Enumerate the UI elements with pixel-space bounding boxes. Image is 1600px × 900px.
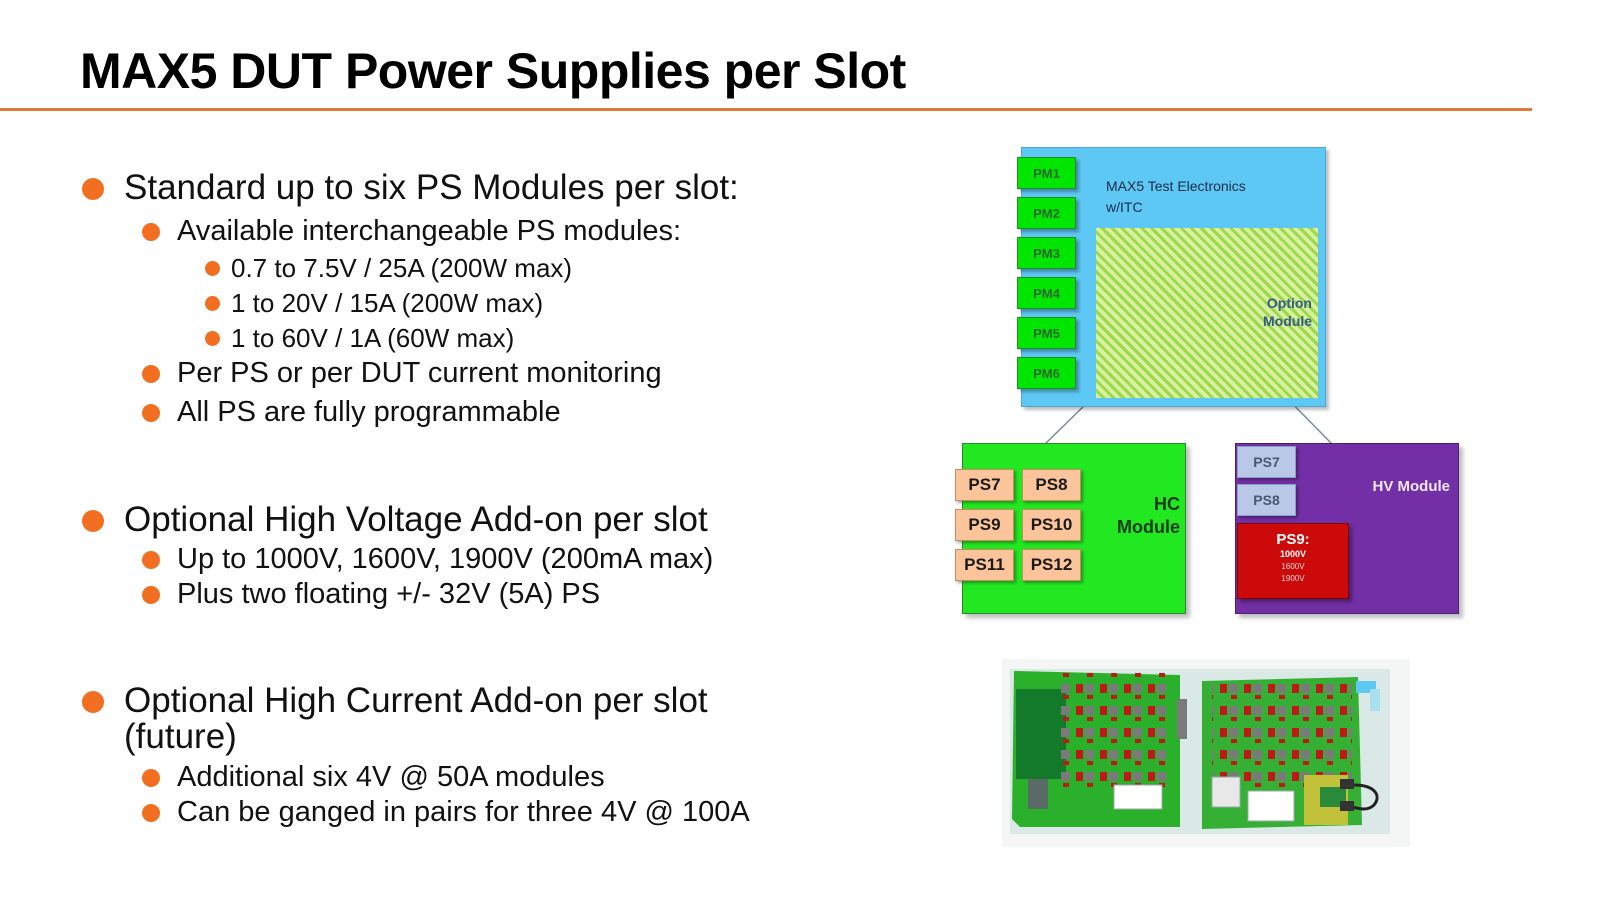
hv-ps9-voltage: 1000V <box>1279 549 1307 559</box>
bullet-section-3-heading-continued: (future) <box>124 717 237 756</box>
hc-ps-box: PS7 <box>955 469 1014 501</box>
hv-module-label: HV Module <box>1372 478 1451 495</box>
pm-module: PM6 <box>1017 357 1076 389</box>
hv-ps9-box: PS9: 1000V 1600V 1900V <box>1237 523 1349 599</box>
bullet-section-1-subitem-1: 0.7 to 7.5V / 25A (200W max) <box>204 253 573 283</box>
bullet-section-2-heading: Optional High Voltage Add-on per slot <box>82 500 708 539</box>
bullet-section-1-item-1: Available interchangeable PS modules: <box>141 215 682 247</box>
bullet-section-1-subitem-2: 1 to 20V / 15A (200W max) <box>204 288 544 318</box>
bullet-section-3-heading: Optional High Current Add-on per slot <box>82 681 708 720</box>
hc-ps-box: PS12 <box>1022 549 1081 581</box>
hc-ps-box: PS10 <box>1022 509 1081 541</box>
hc-module-label: HC Module <box>1117 494 1180 537</box>
bullet-list: Standard up to six PS Modules per slot: … <box>82 168 750 828</box>
bullet-section-1-subitem-3: 1 to 60V / 1A (60W max) <box>204 323 515 353</box>
pm-module: PM3 <box>1017 237 1076 269</box>
hc-ps-box: PS8 <box>1022 469 1081 501</box>
page-title: MAX5 DUT Power Supplies per Slot <box>80 43 906 99</box>
hv-ps-box: PS7 <box>1237 446 1296 478</box>
hc-ps-box: PS11 <box>955 549 1014 581</box>
bullet-section-2-item-1: Up to 1000V, 1600V, 1900V (200mA max) <box>141 543 714 575</box>
bullet-section-3-item-2: Can be ganged in pairs for three 4V @ 10… <box>142 796 750 828</box>
hv-ps-box: PS8 <box>1237 484 1296 516</box>
option-module-box <box>1096 228 1318 398</box>
hc-ps-box: PS9 <box>955 509 1014 541</box>
option-module-label: Option Module <box>1263 295 1312 329</box>
circuit-board-image <box>1002 659 1410 847</box>
bullet-section-1-heading: Standard up to six PS Modules per slot: <box>82 168 739 207</box>
pm-module: PM2 <box>1017 197 1076 229</box>
pm-module: PM4 <box>1017 277 1076 309</box>
bullet-section-1-item-3: All PS are fully programmable <box>142 396 561 428</box>
bullet-section-3-item-1: Additional six 4V @ 50A modules <box>142 761 605 793</box>
pm-module: PM5 <box>1017 317 1076 349</box>
bullet-section-1-item-2: Per PS or per DUT current monitoring <box>142 357 662 389</box>
hv-ps9-voltage: 1600V <box>1281 562 1305 571</box>
itc-label: MAX5 Test Electronics w/ITC <box>1106 178 1246 215</box>
hv-ps9-voltage: 1900V <box>1281 574 1305 583</box>
hv-ps9-title: PS9: <box>1276 531 1310 548</box>
bullet-section-2-item-2: Plus two floating +/- 32V (5A) PS <box>141 578 601 610</box>
pm-module: PM1 <box>1017 157 1076 189</box>
title-divider <box>0 108 1532 111</box>
